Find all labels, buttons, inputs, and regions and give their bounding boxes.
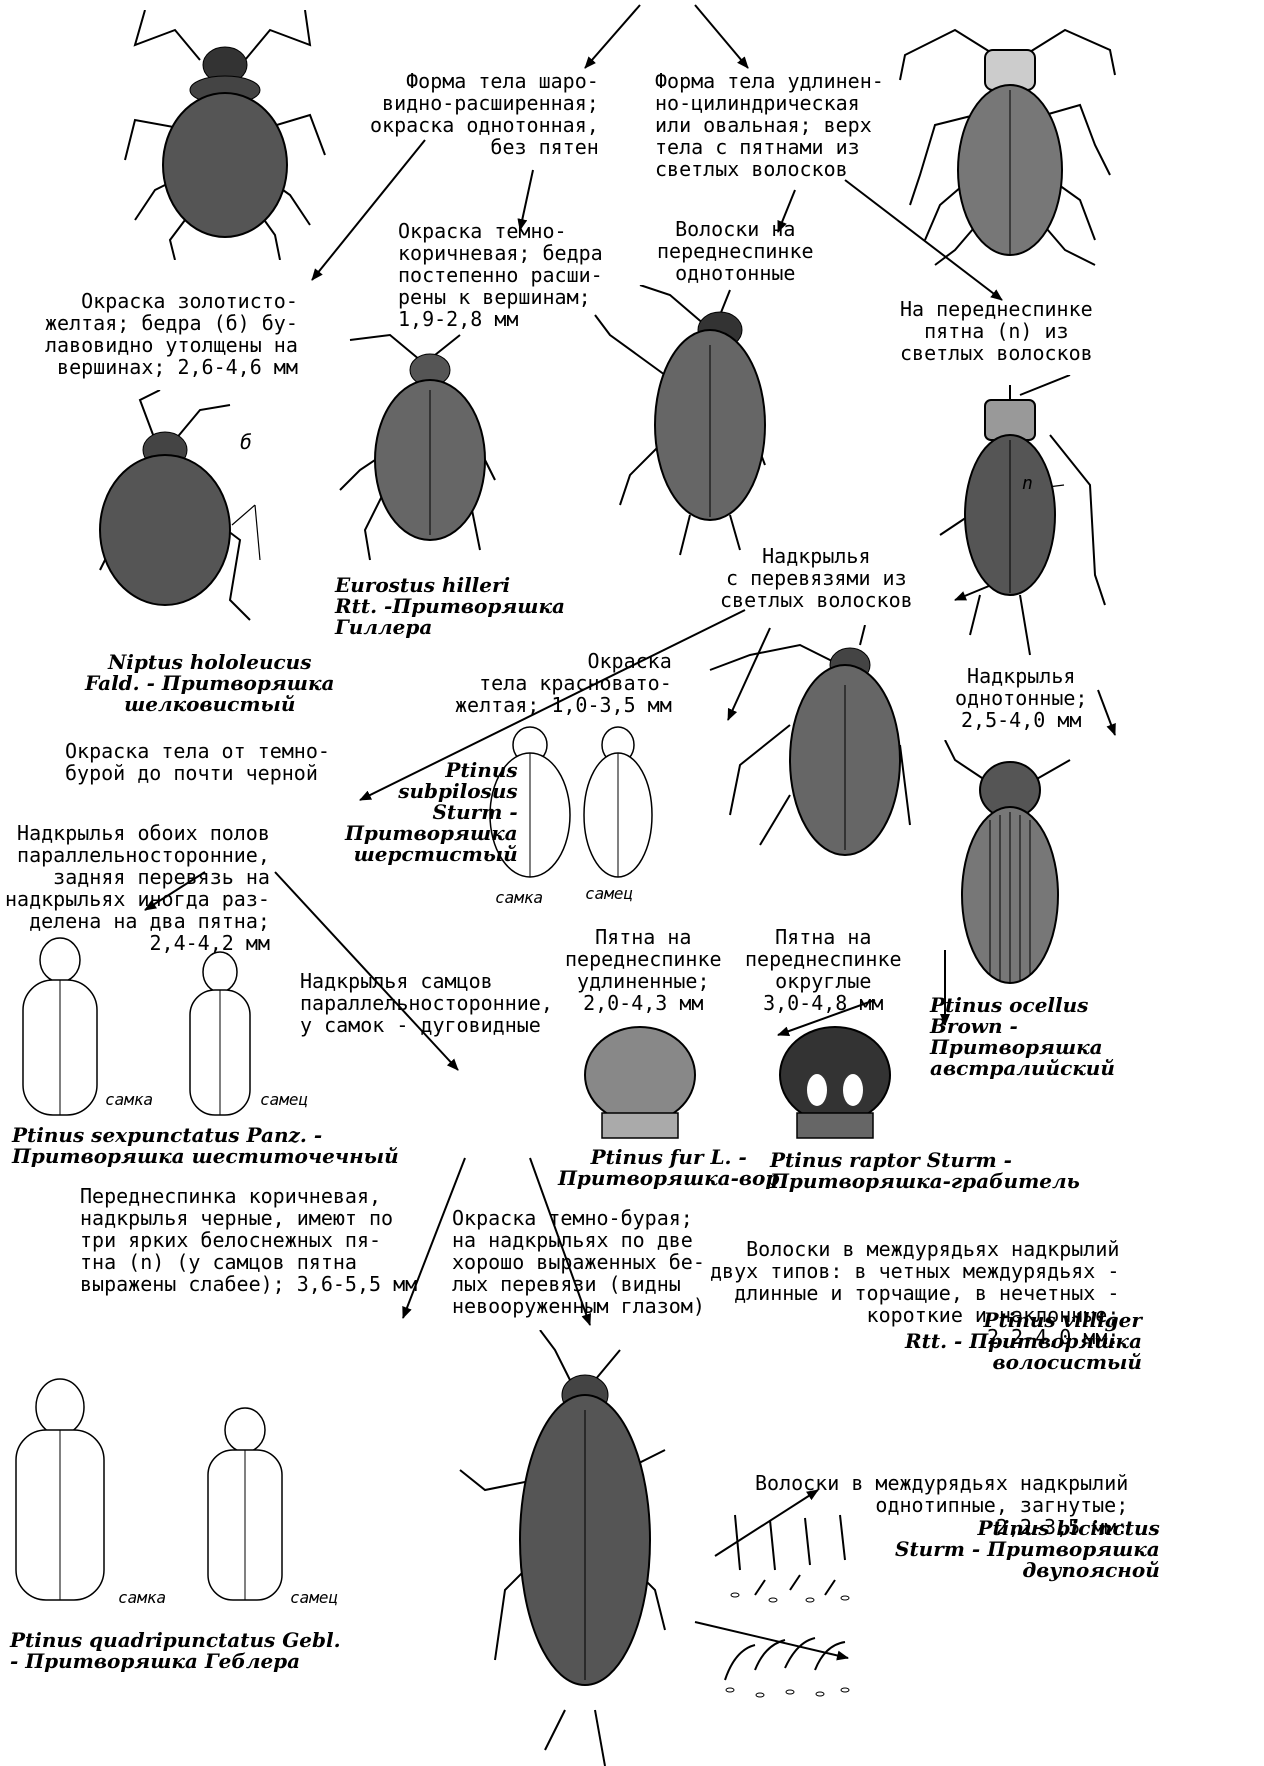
node-hairs-uniform: Волоски на переднеспинке однотонные — [657, 218, 814, 284]
sexpunctatus-female-illustration — [15, 935, 105, 1120]
node-body-spherical: Форма тела шаро- видно-расширенная; окра… — [370, 70, 599, 158]
species-bicinctus: Ptinus bicinctus Sturm - Притворяшка дву… — [895, 1518, 1160, 1581]
dark-bands-beetle-illustration — [455, 1330, 695, 1766]
niptus-top-illustration — [115, 10, 335, 260]
label-male-subpilosus: самец — [585, 884, 633, 903]
niptus-lower-illustration — [80, 390, 260, 630]
label-male-sexpunctatus: самец — [260, 1090, 308, 1109]
label-male-quadripunctatus: самец — [290, 1588, 338, 1607]
ocellus-top-illustration — [895, 25, 1125, 270]
species-quadripunctatus: Ptinus quadripunctatus Gebl. - Притворяш… — [10, 1630, 341, 1672]
hairs-one-type-illustration — [705, 1630, 865, 1730]
quadripunctatus-male-illustration — [200, 1405, 290, 1605]
node-elytra-parallel-both: Надкрылья обоих полов параллельносторонн… — [5, 822, 270, 954]
raptor-pronotum-illustration — [775, 1025, 895, 1140]
node-dark-black: Окраска тела от темно- бурой до почти че… — [65, 740, 330, 784]
center-top-illustration — [590, 285, 790, 560]
label-female-sexpunctatus: самка — [105, 1090, 153, 1109]
node-pronotum-brown: Переднеспинка коричневая, надкрылья черн… — [80, 1185, 417, 1295]
label-female-subpilosus: самка — [495, 888, 543, 907]
label-b: б — [240, 430, 252, 454]
sexpunctatus-male-illustration — [185, 950, 255, 1120]
node-spots-round: Пятна на переднеспинке округлые 3,0-4,8 … — [745, 926, 902, 1014]
species-fur: Ptinus fur L. - Притворяшка-вор — [558, 1147, 779, 1189]
arrow-root-left — [585, 5, 640, 68]
node-body-elongated: Форма тела удлинен- но-цилиндрическая ил… — [655, 70, 884, 180]
pronotum-spots-illustration — [910, 375, 1110, 675]
node-pronotum-spots: На переднеспинке пятна (n) из светлых во… — [900, 298, 1093, 364]
species-eurostus: Eurostus hilleri Rtt. -Притворяшка Гилле… — [335, 575, 565, 638]
species-subpilosus: Ptinus subpilosus Sturm - Притворяшка ше… — [345, 760, 518, 865]
arrow-root-right — [695, 5, 748, 68]
species-niptus: Niptus hololeucus Fald. - Притворяшка ше… — [85, 652, 334, 715]
label-female-quadripunctatus: самка — [118, 1588, 166, 1607]
subpilosus-male-illustration — [578, 720, 658, 880]
species-raptor: Ptinus raptor Sturm - Притворяшка-грабит… — [770, 1150, 1080, 1192]
elytra-bands-illustration — [700, 625, 940, 875]
node-dark-bands: Окраска темно-бурая; на надкрыльях по дв… — [452, 1207, 705, 1317]
node-elytra-bands: Надкрылья с перевязями из светлых волоск… — [720, 545, 913, 611]
node-golden: Окраска золотисто- желтая; бедра (б) бу-… — [45, 290, 298, 378]
eurostus-illustration — [330, 330, 510, 570]
species-ocellus: Ptinus ocellus Brown - Притворяшка австр… — [930, 995, 1115, 1079]
label-n: n — [1022, 473, 1033, 494]
quadripunctatus-female-illustration — [10, 1375, 110, 1605]
node-elytra-male-parallel: Надкрылья самцов параллельносторонние, у… — [300, 970, 553, 1036]
ocellus-lower-illustration — [940, 740, 1090, 990]
species-villiger: Ptinus villiger Rtt. - Притворяшка волос… — [905, 1310, 1142, 1373]
node-elytra-uniform: Надкрылья однотонные; 2,5-4,0 мм — [955, 665, 1087, 731]
species-sexpunctatus: Ptinus sexpunctatus Panz. - Притворяшка … — [12, 1125, 399, 1167]
fur-pronotum-illustration — [580, 1025, 700, 1140]
node-dark-brown: Окраска темно- коричневая; бедра постепе… — [398, 220, 603, 330]
node-reddish: Окраска тела красновато- желтая; 1,0-3,5… — [455, 650, 672, 716]
node-spots-elongated: Пятна на переднеспинке удлиненные; 2,0-4… — [565, 926, 722, 1014]
arrow-to-elytra-uniform — [1098, 690, 1115, 735]
